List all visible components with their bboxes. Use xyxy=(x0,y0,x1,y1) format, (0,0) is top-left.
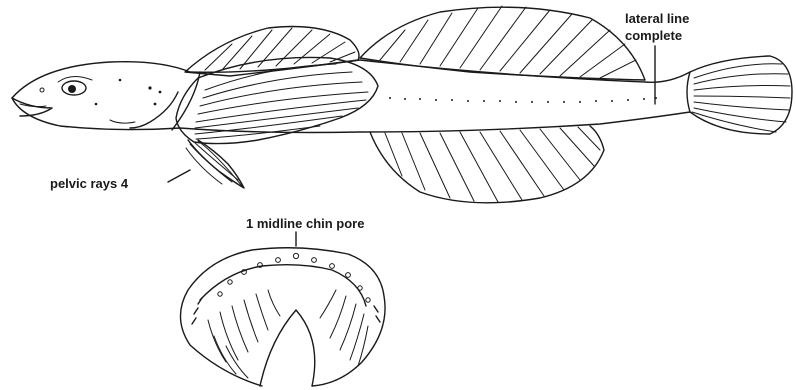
lateral-line-annotation: lateral line complete xyxy=(625,11,689,104)
pelvic-rays-label: pelvic rays 4 xyxy=(50,176,129,191)
chin-pore-label: 1 midline chin pore xyxy=(246,216,364,231)
lateral-line-label-line1: lateral line xyxy=(625,11,689,26)
lateral-line xyxy=(389,97,657,103)
first-dorsal-fin xyxy=(185,27,359,77)
chin-ventral-view: 1 midline chin pore xyxy=(180,216,385,386)
pectoral-fin xyxy=(176,57,378,143)
second-dorsal-fin xyxy=(360,6,645,80)
caudal-fin xyxy=(687,56,792,134)
anal-fin xyxy=(370,126,604,203)
pelvic-rays-annotation: pelvic rays 4 xyxy=(50,170,190,191)
lateral-line-label-line2: complete xyxy=(625,28,682,43)
pelvic-fin xyxy=(186,140,244,188)
